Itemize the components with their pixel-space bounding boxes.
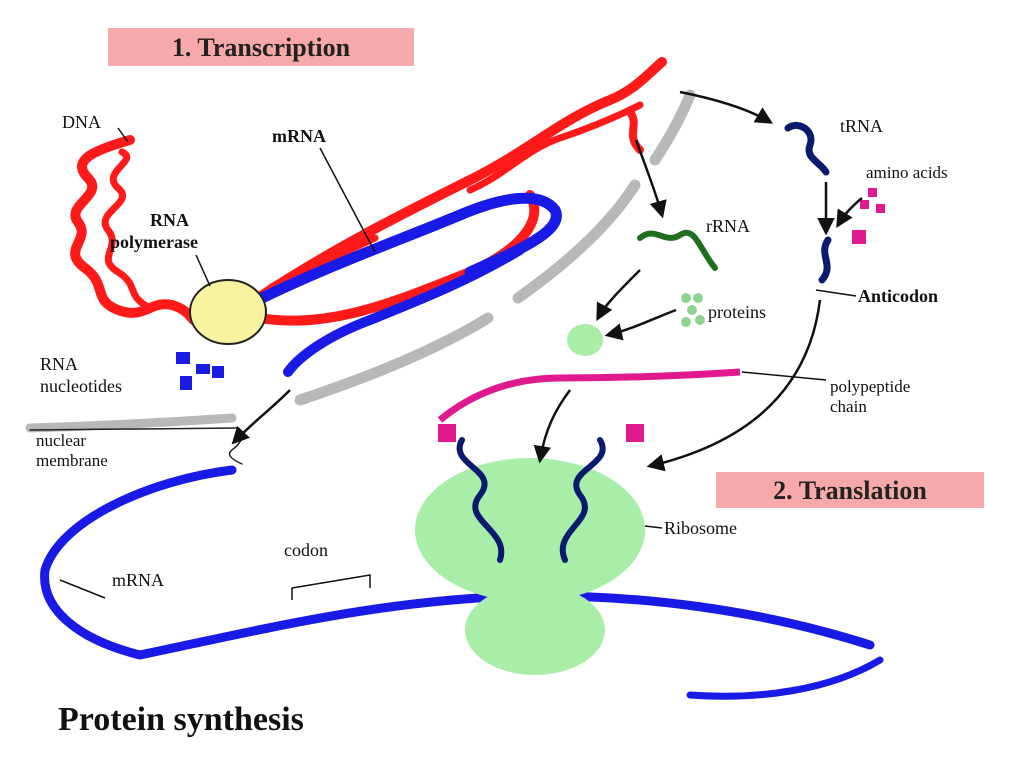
label-codon: codon [284,540,328,560]
ribosome-assembly [567,324,603,356]
dna-helix [70,57,667,327]
label-rna-polymerase-2: polymerase [110,232,198,252]
polypeptide-strand [437,368,741,423]
leader-polypeptide [741,371,827,381]
transcription-banner: 1. Transcription [108,28,414,66]
ribosome-small-subunit [465,585,605,675]
membrane-segment-2 [512,179,641,304]
transcription-banner-text: 1. Transcription [172,33,351,62]
rna-polymerase [189,279,267,345]
protein-dot-1 [681,293,691,303]
membrane-segment-1 [649,89,696,166]
label-polypeptide-2: chain [830,397,867,416]
label-proteins: proteins [708,302,766,322]
label-rrna: rRNA [706,216,750,236]
translation-banner-text: 2. Translation [773,476,927,505]
label-polypeptide-1: polypeptide [830,377,910,396]
mrna-strand-upper [256,192,562,304]
amino-acid-2 [860,200,869,209]
mrna-exit-strand [686,656,884,700]
amino-acid-1 [868,188,877,197]
arrow-to-ribosome-right [646,299,822,472]
protein-dot-5 [695,315,705,325]
arrow-ribosome-down [533,389,572,464]
label-anticodon: Anticodon [858,286,938,306]
amino-acid-3 [876,204,885,213]
amino-acid-right [626,424,644,442]
trna-charged [818,236,832,284]
trna-right [559,437,606,563]
dna-strand-top [250,57,667,305]
protein-cluster [681,293,705,327]
mrna-bottom [40,465,884,700]
rna-nucleotides [176,352,224,390]
label-amino-acids: amino acids [866,163,948,182]
labels: DNA mRNA RNA polymerase RNA nucleotides … [36,112,948,590]
leader-lines [59,127,857,600]
polypeptide-chain [437,368,741,442]
amino-acids [852,188,885,244]
nucleotide-4 [212,366,224,378]
arrow-proteins-to-ribosome [604,308,677,341]
nucleotide-2 [196,364,210,374]
label-dna: DNA [62,112,101,132]
protein-dot-3 [687,305,697,315]
protein-dot-2 [693,293,703,303]
label-nuclear-membrane-2: membrane [36,451,108,470]
rrna-strand [637,229,718,271]
leader-mrna-top [319,147,376,253]
label-trna: tRNA [840,116,883,136]
dna-strand-lower [255,190,540,326]
label-rna-polymerase-1: RNA [150,210,189,230]
arrow-amino-acids [836,197,863,229]
mrna-bottom-strand [40,465,875,660]
translation-banner-bg [716,472,984,508]
nucleotide-3 [180,376,192,390]
label-mrna-bottom: mRNA [112,570,164,590]
label-rna-nucleotides-2: nucleotides [40,376,122,396]
leader-polymerase [195,254,211,287]
trna-free [784,121,830,176]
membrane-outline [29,427,239,431]
label-nuclear-membrane-1: nuclear [36,431,86,450]
dna-strand-top-2 [266,101,644,292]
nuclear-pore [228,427,243,465]
trna-left [456,437,505,563]
ribosome-large-subunit [415,458,645,602]
mrna-strand-lower [283,245,525,377]
translation-banner: 2. Translation [716,472,984,508]
leader-mrna-bottom [59,579,106,599]
leader-ribosome [644,525,663,529]
arrow-to-trna [679,90,774,124]
dna-strand-left-2 [101,148,154,312]
leader-anticodon [815,289,857,297]
arrow-rrna-to-ribosome [596,269,641,322]
label-mrna-top: mRNA [272,126,326,146]
amino-acid-4 [852,230,866,244]
dna-strand-left-1 [70,135,205,327]
ribosome [415,458,645,675]
label-rna-nucleotides-1: RNA [40,354,78,374]
label-ribosome: Ribosome [664,518,737,538]
amino-acid-left [438,424,456,442]
codon-bracket [291,574,371,600]
nucleotide-1 [176,352,190,364]
arrow-mrna-out [231,389,291,445]
leader-dna [117,127,129,143]
transcription-banner-bg [108,28,414,66]
arrow-to-rrna [634,139,667,219]
protein-dot-4 [681,317,691,327]
diagram-title: Protein synthesis [58,701,304,738]
arrows [231,90,863,472]
membrane-segment-3 [294,312,494,406]
mrna-transcript [256,192,562,377]
ribosome-trnas [456,437,606,563]
membrane-segment-4 [25,413,237,433]
